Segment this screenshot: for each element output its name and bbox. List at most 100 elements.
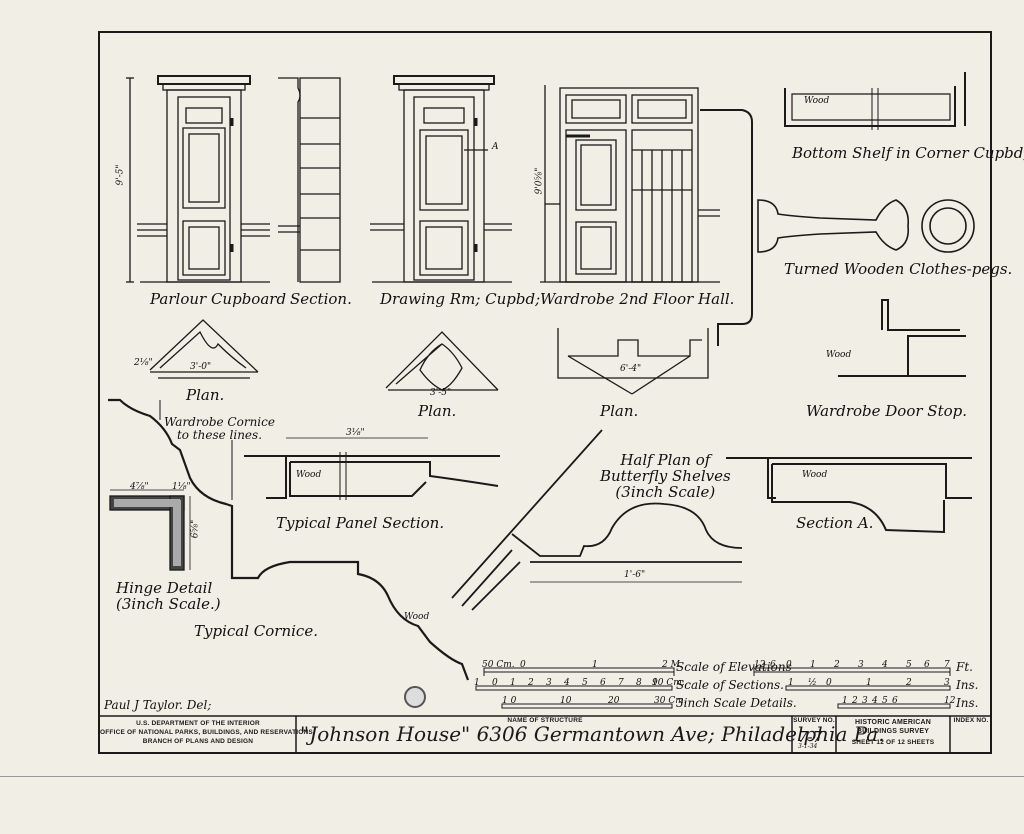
- tick: 0: [520, 660, 526, 670]
- bottom-shelf-label: Bottom Shelf in Corner Cupbd;: [792, 144, 1024, 162]
- survey-seal-icon: [404, 686, 426, 708]
- habs-line-2: BUILDINGS SURVEY: [856, 728, 930, 735]
- tick: 4: [564, 678, 570, 688]
- door-stop-label: Wardrobe Door Stop.: [806, 402, 968, 420]
- drawing-sheet-border: [98, 31, 992, 754]
- wood-label-3: Wood: [296, 470, 322, 480]
- tick: 1: [810, 660, 816, 670]
- tick: 1: [842, 696, 848, 706]
- wood-label-5: Wood: [404, 612, 430, 622]
- tick: 1: [866, 678, 872, 688]
- tick: 2: [528, 678, 534, 688]
- dim-butterfly-width: 1'-6": [624, 570, 646, 580]
- parlour-cupboard-elevation: [126, 75, 270, 283]
- dim-hinge-w1: 4⅞": [130, 482, 149, 492]
- tick: 7: [944, 660, 950, 670]
- tick: 2: [852, 696, 858, 706]
- tick: 1: [474, 678, 480, 688]
- dim-hinge-height: 6⅝": [190, 519, 201, 539]
- tick: 1: [788, 678, 794, 688]
- tick: 1 0: [502, 696, 517, 706]
- dim-hinge-w2: 1⅛": [172, 482, 191, 492]
- wardrobe-elevation: [540, 85, 720, 283]
- wood-label-4: Wood: [802, 470, 828, 480]
- agency-line-1: U.S. DEPARTMENT OF THE INTERIOR: [136, 720, 260, 727]
- clothes-pegs-label: Turned Wooden Clothes-pegs.: [784, 260, 1013, 278]
- dim-plan1-left: 2⅛": [134, 358, 153, 368]
- wood-label-2: Wood: [826, 350, 852, 360]
- sheet-number: SHEET 12 OF 12 SHEETS: [851, 739, 935, 746]
- scale-details-label: 3inch Scale Details.: [676, 696, 797, 710]
- wardrobe-cornice-note: Wardrobe Cornice to these lines.: [164, 415, 275, 442]
- survey-no-label: SURVEY NO.: [793, 717, 835, 724]
- tick: 7: [618, 678, 624, 688]
- section-label: Section.: [290, 290, 352, 308]
- scale-sections-label: Scale of Sections.: [676, 678, 784, 692]
- tick: 0: [826, 678, 832, 688]
- tick: 6: [600, 678, 606, 688]
- drawing-room-cupboard-elevation: [370, 75, 512, 283]
- butterfly-shelves-label: Half Plan of Butterfly Shelves (3inch Sc…: [600, 451, 731, 501]
- typical-cornice-profile: [108, 398, 470, 681]
- tick: 3: [858, 660, 864, 670]
- drawing-room-cupboard-label: Drawing Rm; Cupbd;: [380, 290, 541, 308]
- index-no-label: INDEX NO.: [953, 717, 989, 724]
- wardrobe-2nd-floor-label: Wardrobe 2nd Floor Hall.: [540, 290, 735, 308]
- scale-elevations-label: Scale of Elevations: [676, 660, 792, 674]
- agency-line-2: OFFICE OF NATIONAL PARKS, BUILDINGS, AND…: [100, 729, 313, 736]
- tick: 9: [652, 678, 658, 688]
- scale-bars: [475, 667, 951, 709]
- tick: 20: [608, 696, 620, 706]
- tick: 50 Cm.: [482, 660, 515, 670]
- tick: 5: [882, 696, 888, 706]
- tick: 3: [862, 696, 868, 706]
- tick: 5: [582, 678, 588, 688]
- tick: 30 Cm.: [654, 696, 687, 706]
- typical-panel-section: [244, 437, 500, 500]
- plan-2-drawing: [385, 331, 499, 391]
- section-a-drawing: [726, 457, 972, 534]
- tick: 6: [892, 696, 898, 706]
- section-a-label: Section A.: [796, 514, 874, 532]
- tick: 4: [872, 696, 878, 706]
- tick: 6: [770, 660, 776, 670]
- bottom-rule: [0, 776, 1024, 777]
- tick: 1: [510, 678, 516, 688]
- tick: ½: [808, 678, 817, 688]
- agency-line-3: BRANCH OF PLANS AND DESIGN: [142, 738, 254, 745]
- dim-plan3-width: 6'-4": [620, 364, 642, 374]
- section-marker-a: A: [492, 142, 499, 152]
- dim-plan2-width: 3'-5": [430, 388, 452, 398]
- delineator: Paul J Taylor. Del;: [104, 698, 212, 712]
- tick: 10 Cm.: [652, 678, 685, 688]
- dim-panel-width: 3⅛": [346, 428, 365, 438]
- hinge-detail-drawing: [109, 489, 191, 571]
- tick: 5: [906, 660, 912, 670]
- tick: 2 M.: [662, 660, 683, 670]
- tick: 8: [636, 678, 642, 688]
- scale-ins-label: Ins.: [956, 678, 979, 692]
- plan-1-label: Plan.: [186, 386, 225, 404]
- dim-parlour-height: 9'-5": [115, 164, 126, 186]
- door-stop-detail: [838, 299, 966, 377]
- tick: 4: [882, 660, 888, 670]
- structure-name-label: NAME OF STRUCTURE: [507, 717, 583, 724]
- habs-line-1: HISTORIC AMERICAN: [854, 719, 932, 726]
- title-block-lines: [100, 715, 992, 754]
- tick: 6: [924, 660, 930, 670]
- clothes-peg-drawing: [757, 199, 975, 253]
- tick: 3: [546, 678, 552, 688]
- scale-ft-label: Ft.: [956, 660, 973, 674]
- hinge-detail-label: Hinge Detail (3inch Scale.): [116, 579, 221, 613]
- cupboard-section: [278, 77, 341, 283]
- wardrobe-side-profile: [700, 109, 753, 346]
- structure-name: "Johnson House" 6306 Germantown Ave; Phi…: [300, 722, 885, 746]
- tick: 12: [754, 660, 766, 670]
- tick: 3: [944, 678, 950, 688]
- tick: 10: [560, 696, 572, 706]
- butterfly-shelves-plan: [451, 429, 743, 611]
- typical-cornice-label: Typical Cornice.: [194, 622, 318, 640]
- wood-label-1: Wood: [804, 96, 830, 106]
- typical-panel-section-label: Typical Panel Section.: [276, 514, 445, 532]
